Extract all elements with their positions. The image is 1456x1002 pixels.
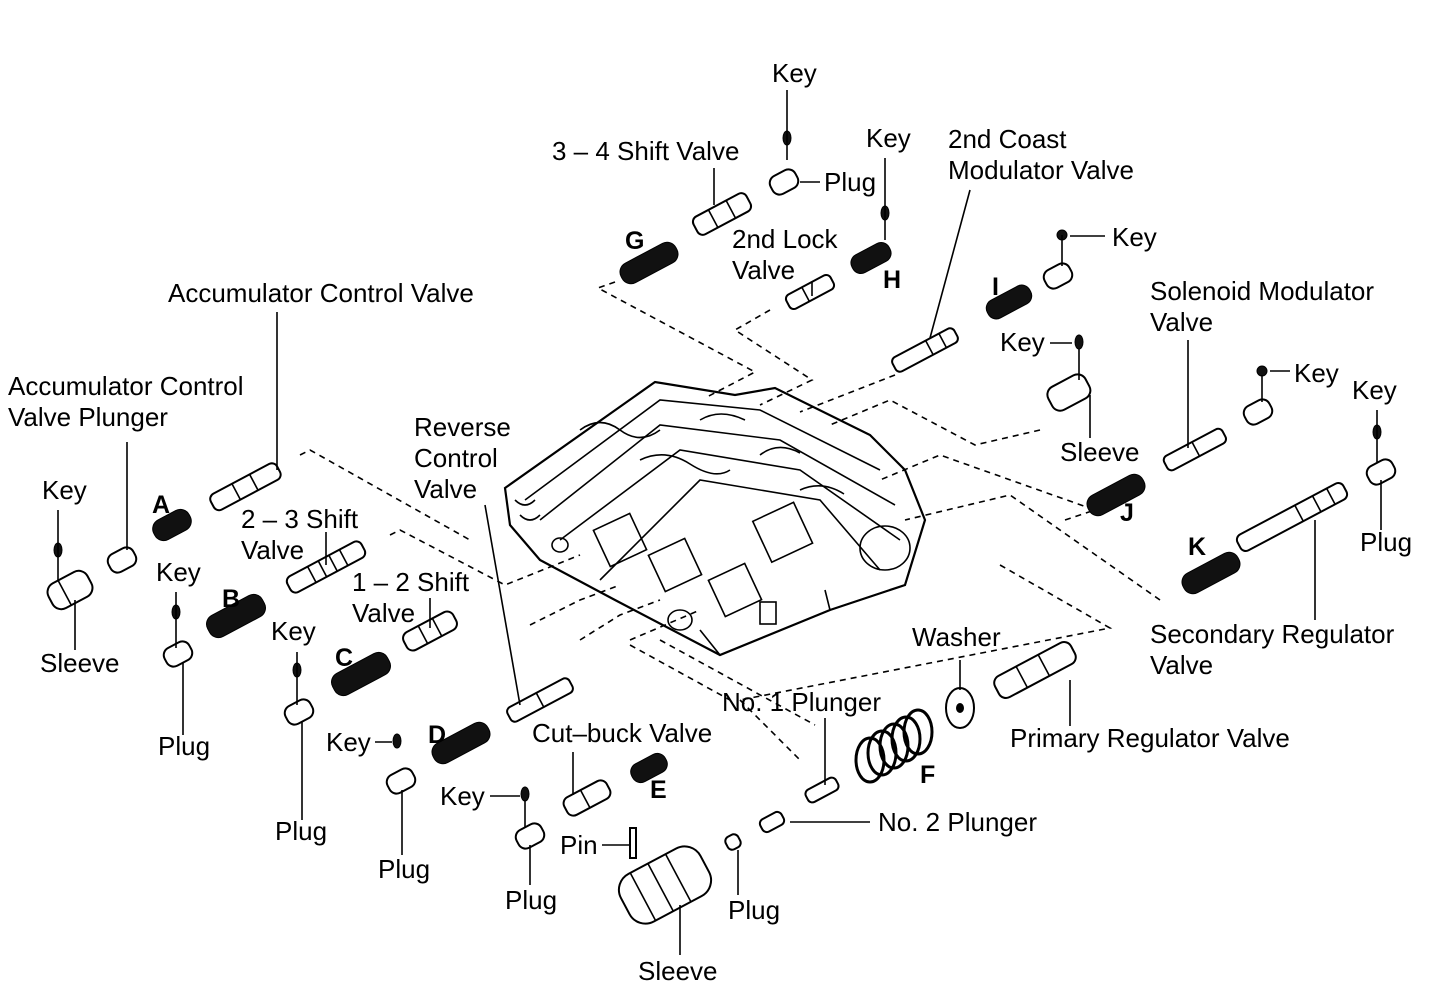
label-accum-plunger: Accumulator Control Valve Plunger bbox=[8, 371, 244, 432]
label-key-e: Key bbox=[440, 781, 485, 811]
spring-f bbox=[854, 708, 934, 784]
letter-b: B bbox=[222, 585, 241, 613]
spring-c bbox=[331, 651, 391, 697]
sleeve-left bbox=[46, 569, 94, 611]
label-primary-reg: Primary Regulator Valve bbox=[1010, 723, 1290, 753]
spring-i bbox=[985, 284, 1033, 320]
no1-plunger bbox=[804, 776, 840, 804]
label-cutback: Cut–buck Valve bbox=[532, 718, 713, 748]
key-e bbox=[520, 786, 530, 802]
accum-ctrl-valve bbox=[209, 462, 282, 512]
label-plug-top: Plug bbox=[824, 167, 877, 197]
solenoid-mod-valve bbox=[1162, 427, 1228, 472]
spring-j bbox=[1086, 473, 1146, 517]
label-sleeve-right: Sleeve bbox=[1060, 437, 1140, 467]
label-coast-mod: 2nd Coast Modulator Valve bbox=[948, 124, 1134, 185]
spring-g bbox=[619, 241, 679, 285]
components bbox=[46, 168, 1397, 925]
letter-a: A bbox=[152, 491, 171, 519]
label-plug-d: Plug bbox=[378, 854, 431, 884]
label-key-d: Key bbox=[326, 727, 371, 757]
label-no1-plunger: No. 1 Plunger bbox=[722, 687, 881, 717]
label-shift-23: 2 – 3 Shift Valve bbox=[241, 504, 359, 565]
label-pin: Pin bbox=[560, 830, 598, 860]
lock-valve bbox=[784, 273, 836, 311]
spring-a bbox=[152, 508, 192, 542]
primary-reg-valve bbox=[993, 641, 1077, 699]
label-washer: Washer bbox=[912, 622, 1001, 652]
label-key-i: Key bbox=[1112, 222, 1157, 252]
reverse-ctrl-valve bbox=[506, 677, 574, 723]
letter-j: J bbox=[1120, 499, 1134, 527]
label-key-b: Key bbox=[156, 557, 201, 587]
letter-k: K bbox=[1188, 533, 1207, 561]
label-shift-34: 3 – 4 Shift Valve bbox=[552, 136, 740, 166]
sleeve-right bbox=[1046, 373, 1092, 412]
cutback-valve bbox=[562, 779, 612, 817]
label-accum-ctrl: Accumulator Control Valve bbox=[168, 278, 474, 308]
label-plug-c: Plug bbox=[275, 816, 328, 846]
letter-h: H bbox=[883, 266, 902, 294]
label-plug-bottom: Plug bbox=[728, 895, 781, 925]
label-solenoid-mod: Solenoid Modulator Valve bbox=[1150, 276, 1375, 337]
label-sleeve-left: Sleeve bbox=[40, 648, 120, 678]
letter-f: F bbox=[920, 761, 936, 789]
label-key-a: Key bbox=[42, 475, 87, 505]
label-key-c: Key bbox=[271, 616, 316, 646]
letter-d: D bbox=[428, 721, 447, 749]
label-key-h: Key bbox=[866, 123, 911, 153]
label-reverse-ctrl: Reverse Control Valve bbox=[414, 412, 511, 504]
shift-12-valve bbox=[402, 610, 458, 652]
leader-lines bbox=[57, 90, 1382, 955]
sleeve-bottom bbox=[617, 845, 713, 925]
key-sleeve bbox=[1074, 334, 1084, 350]
spring-d bbox=[431, 721, 491, 765]
key-sol bbox=[1256, 365, 1268, 377]
no2-plunger bbox=[758, 810, 786, 834]
label-key-top: Key bbox=[772, 58, 817, 88]
label-key-k: Key bbox=[1352, 375, 1397, 405]
label-plug-b: Plug bbox=[158, 731, 211, 761]
label-lock-valve: 2nd Lock Valve bbox=[732, 224, 838, 285]
shift-23-valve bbox=[285, 540, 367, 594]
letter-g: G bbox=[625, 227, 645, 255]
pin bbox=[629, 827, 637, 859]
springs bbox=[152, 241, 1241, 784]
spring-h bbox=[850, 241, 892, 275]
letter-e: E bbox=[650, 776, 667, 804]
secondary-reg-valve bbox=[1235, 481, 1349, 553]
label-plug-k: Plug bbox=[1360, 527, 1413, 557]
spring-b bbox=[206, 593, 266, 639]
label-key-sleeve: Key bbox=[1000, 327, 1045, 357]
alignment-lines bbox=[299, 281, 1161, 761]
label-secondary-reg: Secondary Regulator Valve bbox=[1150, 619, 1395, 680]
coast-mod-valve bbox=[891, 327, 959, 373]
spring-k bbox=[1181, 551, 1241, 595]
letter-i: I bbox=[992, 273, 999, 301]
letter-c: C bbox=[335, 644, 354, 672]
label-no2-plunger: No. 2 Plunger bbox=[878, 807, 1037, 837]
key-d bbox=[392, 733, 402, 749]
label-key-sol: Key bbox=[1294, 358, 1339, 388]
label-sleeve-bottom: Sleeve bbox=[638, 956, 718, 986]
valve-body bbox=[503, 380, 927, 657]
spring-e bbox=[630, 752, 668, 784]
shift-34-valve bbox=[691, 192, 753, 236]
label-plug-e: Plug bbox=[505, 885, 558, 915]
label-shift-12: 1 – 2 Shift Valve bbox=[352, 567, 470, 628]
